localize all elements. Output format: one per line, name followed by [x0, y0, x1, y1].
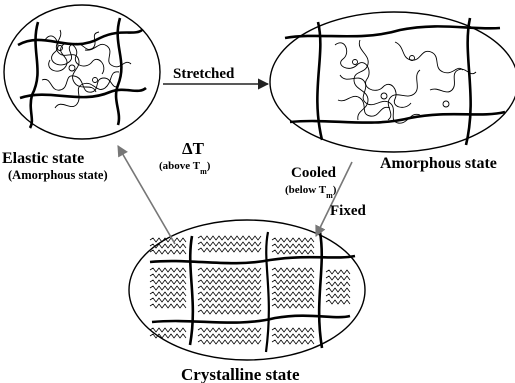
lamella-fold	[198, 328, 261, 332]
lamella-fold	[326, 282, 350, 286]
above-tm-suffix: )	[207, 160, 211, 172]
lamella-fold	[198, 334, 261, 338]
below-tm-suffix: )	[333, 184, 337, 196]
lamella-fold	[198, 298, 261, 302]
lamella-fold	[198, 286, 261, 290]
lamella-fold	[326, 294, 350, 298]
label-fixed: Fixed	[330, 203, 366, 219]
lamella-fold	[326, 288, 350, 292]
amorphous-state-node	[270, 12, 515, 152]
lamella-fold	[272, 280, 314, 284]
lamella-fold	[150, 268, 186, 272]
lamella-fold	[198, 236, 261, 240]
lamella-fold	[272, 328, 314, 332]
elastic-state-node	[4, 5, 160, 139]
lamella-fold	[150, 274, 186, 278]
elastic-chain-network	[18, 18, 146, 128]
amorphous-chain-network	[285, 18, 505, 145]
lamella-fold	[198, 310, 261, 314]
lamella-fold	[272, 238, 314, 242]
lamella-fold	[272, 286, 314, 290]
lamella-fold	[198, 242, 261, 246]
lamella-fold	[272, 250, 314, 254]
elastic-state-ellipse	[4, 5, 160, 139]
label-elastic-state: Elastic state	[2, 150, 84, 167]
lamella-fold	[326, 300, 350, 304]
above-tm-prefix: (above T	[159, 160, 201, 172]
below-tm-prefix: (below T	[285, 184, 327, 196]
lamella-fold	[198, 268, 261, 272]
lamella-fold	[198, 340, 261, 344]
lamella-fold	[198, 304, 261, 308]
lamella-fold	[272, 268, 314, 272]
label-crystalline-state: Crystalline state	[181, 365, 300, 383]
lamella-fold	[198, 292, 261, 296]
lamella-fold	[326, 270, 350, 274]
lamella-fold	[272, 292, 314, 296]
lamella-fold	[272, 334, 314, 338]
crystalline-state-node	[129, 220, 365, 360]
lamella-fold	[272, 340, 314, 344]
lamella-fold	[272, 298, 314, 302]
lamella-fold	[272, 244, 314, 248]
crystalline-state-ellipse	[129, 220, 365, 360]
lamella-fold	[150, 250, 186, 254]
lamella-fold	[198, 274, 261, 278]
lamella-fold	[150, 292, 186, 296]
lamella-fold	[198, 248, 261, 252]
label-delta-t: ΔT	[182, 139, 205, 158]
label-cooled: Cooled	[291, 165, 337, 181]
label-stretched: Stretched	[173, 66, 235, 82]
label-below-tm: (below Tm)	[285, 184, 337, 200]
lamella-fold	[150, 298, 186, 302]
label-amorphous-state: Amorphous state	[380, 155, 497, 172]
lamella-fold	[150, 286, 186, 290]
label-above-tm: (above Tm)	[159, 160, 211, 176]
lamella-fold	[150, 280, 186, 284]
lamella-fold	[272, 274, 314, 278]
lamella-fold	[272, 304, 314, 308]
crystalline-chain-network	[150, 232, 355, 352]
label-elastic-substate: (Amorphous state)	[8, 168, 108, 182]
lamella-fold	[150, 304, 186, 308]
lamella-fold	[326, 276, 350, 280]
lamella-fold	[198, 280, 261, 284]
lamella-fold	[150, 328, 186, 332]
